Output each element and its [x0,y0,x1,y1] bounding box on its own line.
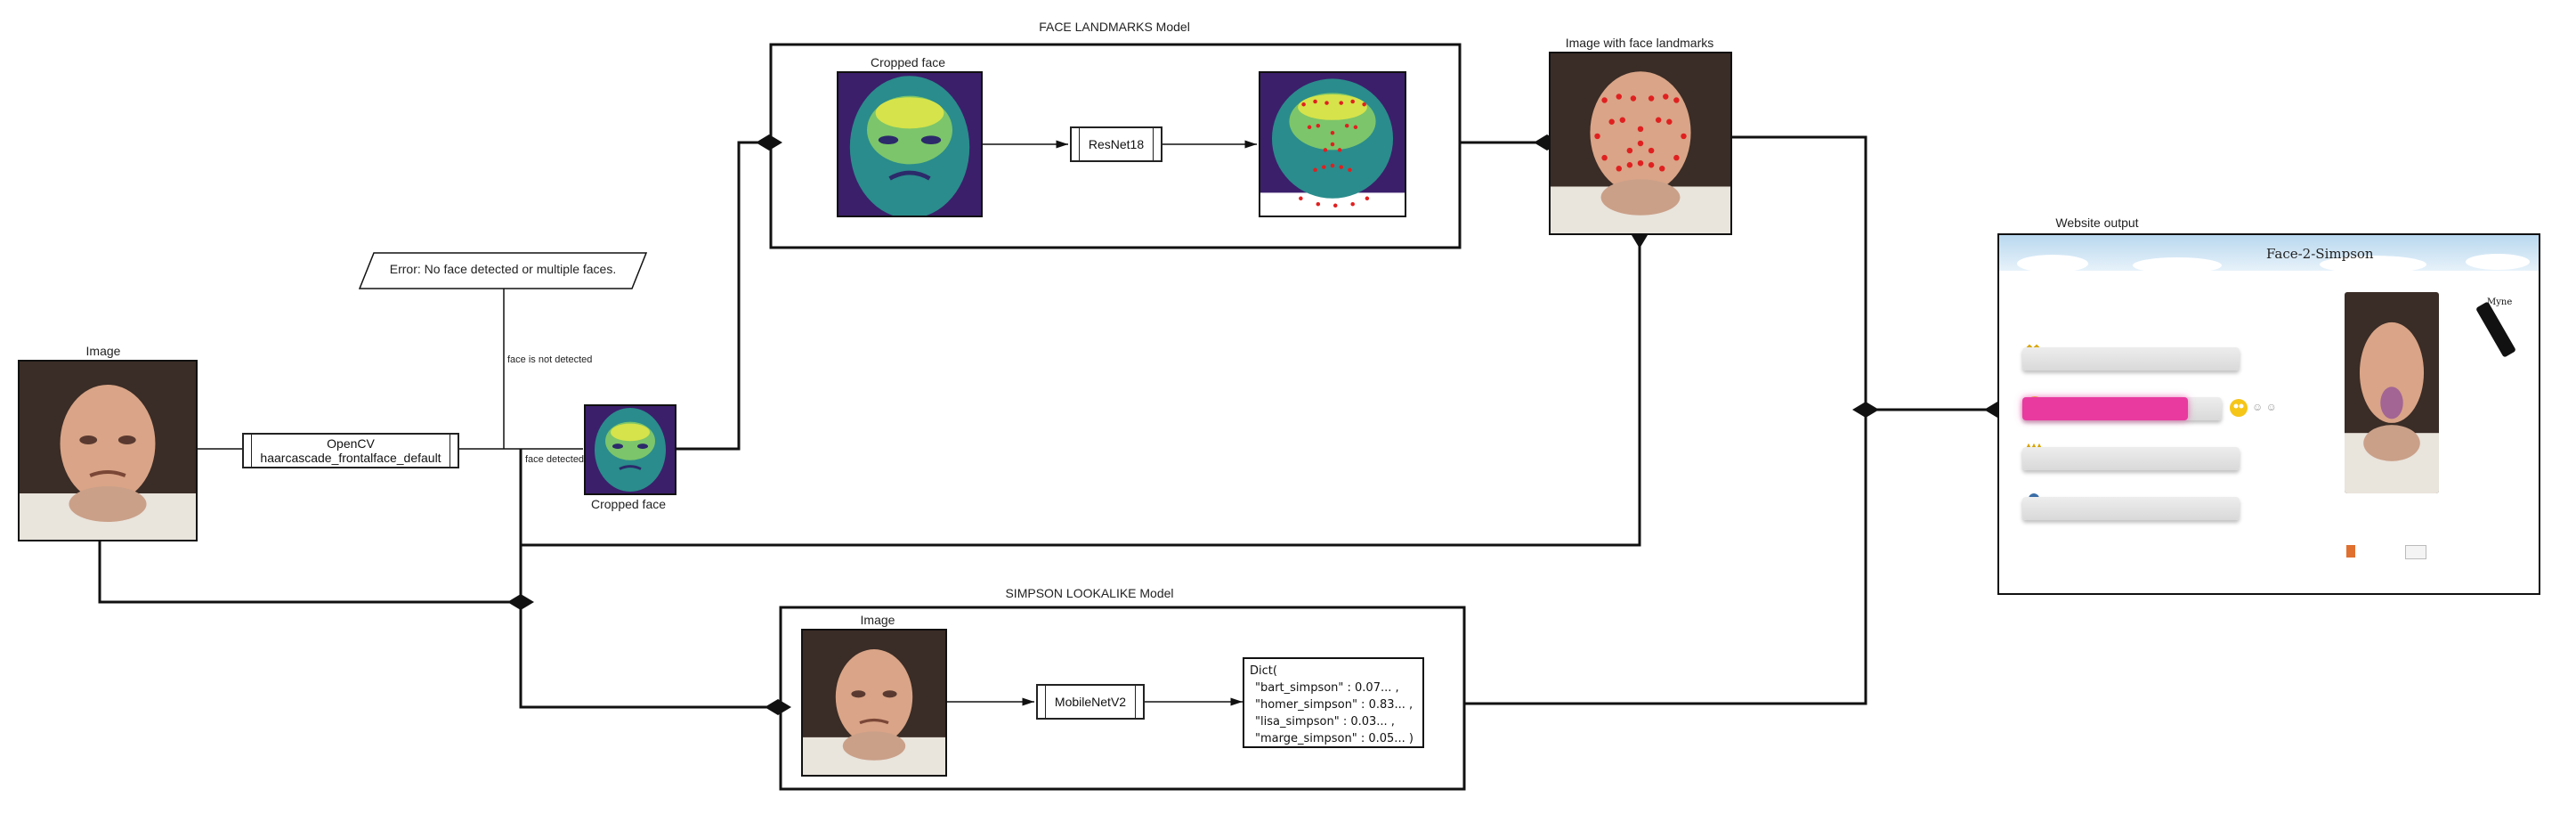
result-fill-homer [2022,397,2188,420]
edge-simpson-web [1463,410,1867,705]
website-screenshot: Face-2-Simpson ☺ ☺ Myne [1997,233,2540,595]
input-image [18,360,198,541]
error-shape [358,252,648,289]
heatmap-face-icon [586,406,675,493]
landmarks-output-image [1549,52,1732,235]
result-bar-marge [2022,497,2240,520]
landmarks-model-frame [769,43,1462,249]
input-image-label: Image [85,344,121,358]
clouds-icon [2017,254,2530,271]
dict-line: "marge_simpson" : 0.05... ) [1255,732,1414,745]
edge-cropped-overlay [519,222,1648,547]
resnet-label: ResNet18 [1088,137,1145,151]
result-bar-bart [2022,347,2240,370]
simpson-input-image [801,629,947,777]
landmarks-points-image [1259,71,1406,217]
face-photo-icon [20,362,196,540]
edge-cropped-landmarks [676,134,782,451]
cropped-face-label: Cropped face [590,497,667,511]
result-bar-lisa [2022,447,2240,470]
resnet-box: ResNet18 [1070,126,1162,162]
edge-label-detected: face detected [525,454,585,465]
mobilenet-label: MobileNetV2 [1054,695,1127,709]
uploaded-photo [2345,292,2439,493]
edge-image-simpson [519,545,791,715]
landmarks-model-title: FACE LANDMARKS Model [1039,20,1190,34]
face-landmarks-photo-icon [1551,53,1730,233]
landmarks-output-label: Image with face landmarks [1565,36,1714,50]
homer-face-icon [2227,395,2250,420]
simpson-model-title: SIMPSON LOOKALIKE Model [1005,586,1174,600]
face-photo-icon [803,631,945,775]
opencv-line1: OpenCV [327,436,375,451]
edge-landmarks-web [1730,135,1867,410]
website-output-label: Website output [2055,216,2139,230]
dict-line: "bart_simpson" : 0.07... , [1255,681,1399,695]
dict-open: Dict( [1250,664,1277,678]
side-label: Myne [2487,297,2513,307]
face-photo-icon [2345,292,2439,493]
mobilenet-box: MobileNetV2 [1036,684,1145,720]
error-text: Error: No face detected or multiple face… [389,262,617,276]
heatmap-face-icon [838,73,981,216]
simpson-model-frame [779,606,1466,791]
simpson-input-label: Image [860,613,895,627]
landmark-points-icon [1260,73,1405,216]
opencv-box: OpenCV haarcascade_frontalface_default [242,433,459,468]
landmarks-input-label: Cropped face [870,55,946,69]
dict-line: "lisa_simpson" : 0.03... , [1255,715,1395,729]
landmarks-input-image [837,71,983,217]
dict-line: "homer_simpson" : 0.83... , [1255,698,1414,712]
result-bar-homer [2022,397,2222,420]
edge-label-not-detected: face is not detected [507,354,593,365]
edge-image-branch [98,541,534,610]
cropped-face-image [584,404,676,495]
upload-file-icon[interactable] [2346,545,2355,558]
website-title: Face-2-Simpson [2266,246,2374,262]
website-banner: Face-2-Simpson [1999,235,2539,271]
dict-output-box: Dict( "bart_simpson" : 0.07... , "homer_… [1243,657,1424,748]
submit-button[interactable] [2405,545,2426,559]
opencv-line2: haarcascade_frontalface_default [260,451,441,465]
share-icons[interactable]: ☺ ☺ [2252,401,2277,413]
remote-control-icon [2469,297,2523,365]
